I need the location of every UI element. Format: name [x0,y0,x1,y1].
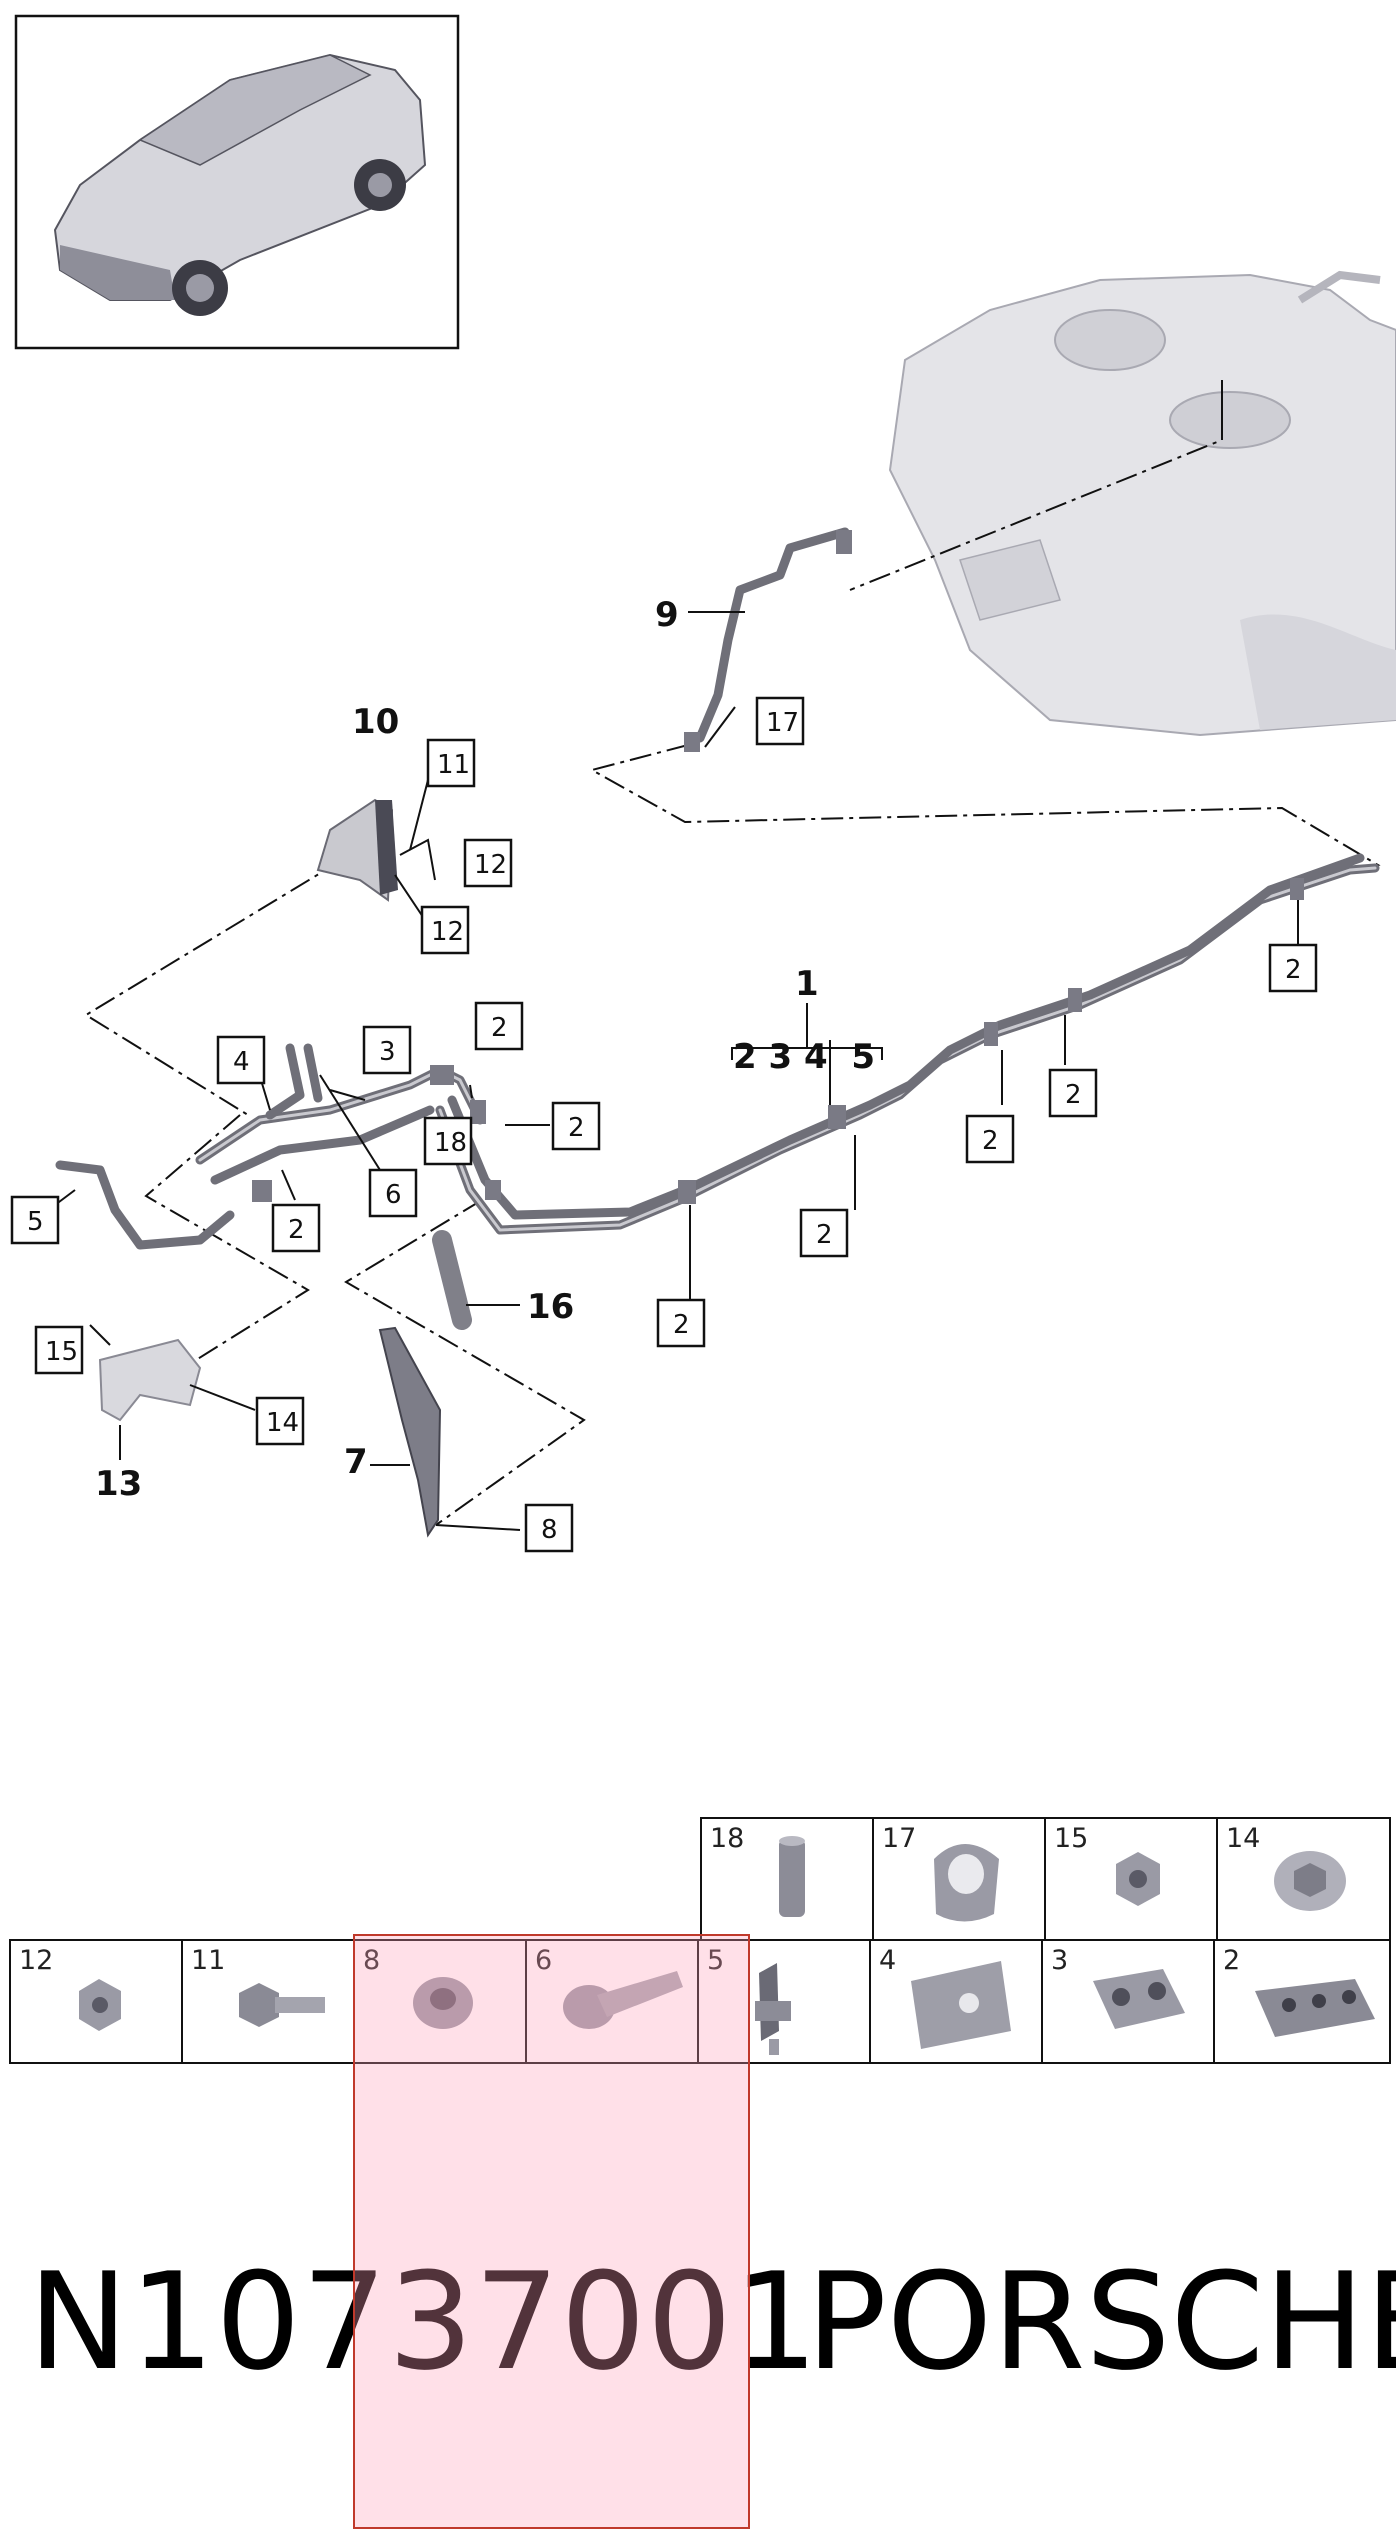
svg-text:11: 11 [437,750,470,780]
svg-text:8: 8 [541,1515,558,1545]
bolt-icon [239,1983,325,2027]
part-cell-15: 15 [1044,1817,1218,1941]
label-10: 10 [352,702,399,742]
label-13: 13 [95,1464,142,1504]
svg-text:17: 17 [766,708,799,738]
svg-text:2: 2 [491,1013,508,1043]
fuel-tank [888,270,1396,737]
hex-nut-icon [79,1979,121,2031]
part-cell-8: 8 [353,1939,527,2064]
svg-text:2: 2 [288,1215,305,1245]
clip-icon [755,1963,791,2055]
callout-8: 8 [524,1503,574,1553]
spacer-nut-icon [413,1977,473,2029]
part-cell-3: 3 [1041,1939,1215,2064]
callout-11: 11 [426,738,476,788]
svg-text:12: 12 [474,850,507,880]
pin-icon [779,1836,805,1917]
label-7: 7 [344,1442,368,1482]
hose-clip-icon [934,1844,999,1922]
part-cell-6: 6 [525,1939,699,2064]
svg-text:4: 4 [233,1047,250,1077]
part-cell-2: 2 [1213,1939,1391,2064]
svg-text:15: 15 [45,1337,78,1367]
svg-text:12: 12 [431,917,464,947]
multi-line-clip-icon [1255,1979,1375,2037]
svg-text:2: 2 [1285,955,1302,985]
svg-text:2: 2 [816,1220,833,1250]
brand-name: PORSCHE [806,2244,1396,2400]
part-number: N10737001 [28,2244,820,2400]
flange-nut-icon [1274,1851,1346,1911]
part-cell-11: 11 [181,1939,355,2064]
label-9: 9 [655,595,679,635]
callout-14: 14 [255,1396,305,1446]
callout-2-f: 2 [799,1208,849,1258]
callout-5: 5 [10,1195,60,1245]
bracket-clip-icon [911,1961,1011,2049]
callout-2-a: 2 [474,1001,524,1051]
parts-grid: 18 17 15 14 12 11 8 6 5 4 3 2 [9,1817,1391,2064]
callout-2-b: 2 [551,1101,601,1151]
part-cell-5: 5 [697,1939,871,2064]
svg-text:5: 5 [27,1207,44,1237]
label-1-subparts: 2 3 4 5 [733,1037,875,1077]
svg-text:2: 2 [982,1126,999,1156]
hex-nut-icon [1116,1852,1160,1906]
callout-12-lower: 12 [420,905,470,955]
svg-text:3: 3 [379,1037,396,1067]
svg-text:2: 2 [568,1113,585,1143]
part-cell-17: 17 [872,1817,1046,1941]
svg-text:14: 14 [266,1408,299,1438]
selection-highlight [353,1934,750,2529]
part-cell-18: 18 [700,1817,874,1941]
part-cell-14: 14 [1216,1817,1391,1941]
svg-text:18: 18 [434,1128,467,1158]
callout-2-top-right: 2 [1268,943,1318,993]
callout-2-d: 2 [1048,1068,1098,1118]
vehicle-thumbnail [14,14,460,350]
label-16: 16 [527,1287,574,1327]
exploded-parts-diagram: 10 9 1 2 3 4 5 16 7 13 11 12 12 17 2 4 3… [10,14,1396,1553]
part-cell-12: 12 [9,1939,183,2064]
callout-18: 18 [423,1116,473,1166]
part-cell-4: 4 [869,1939,1043,2064]
callout-15: 15 [34,1325,84,1375]
callout-4: 4 [216,1035,266,1085]
callout-17: 17 [755,696,805,746]
callout-12-upper: 12 [463,838,513,888]
svg-text:6: 6 [385,1180,402,1210]
callout-6: 6 [368,1168,418,1218]
label-1: 1 [795,964,819,1004]
callout-3: 3 [362,1025,412,1075]
callout-2-c: 2 [271,1203,321,1253]
callout-2-e: 2 [965,1114,1015,1164]
callout-2-g: 2 [656,1298,706,1348]
stud-bolt-icon [563,1971,683,2029]
svg-text:2: 2 [673,1310,690,1340]
svg-text:2: 2 [1065,1080,1082,1110]
line-holder-icon [1093,1969,1185,2029]
